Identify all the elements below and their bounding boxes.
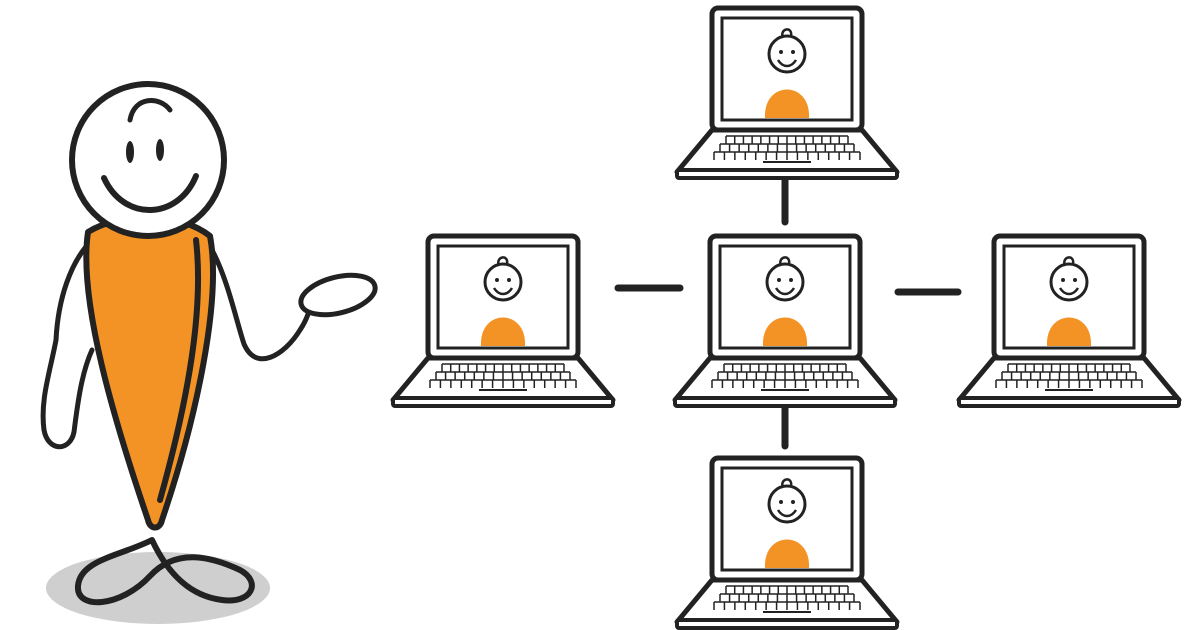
presenter-head (69, 81, 227, 239)
presenter-feet (75, 537, 255, 606)
person-left-eye-center (777, 278, 781, 282)
person-head-left (483, 262, 523, 302)
person-hair-top (781, 28, 793, 39)
presenter-right-eye (156, 139, 164, 161)
laptop-keyboard-center (711, 363, 859, 388)
laptop-front-edge-bottom (675, 618, 899, 630)
person-smile-center (774, 287, 796, 296)
person-left-eye-bottom (779, 500, 783, 504)
person-head-center (765, 262, 805, 302)
presenter-left-arm (40, 237, 95, 450)
person-body-left (480, 317, 526, 346)
floor-shadow (46, 552, 270, 624)
person-right-eye-center (789, 278, 793, 282)
presenter-body-inner-line (157, 237, 202, 503)
presenter-left-eye (126, 141, 134, 163)
person-hair-left (497, 256, 509, 267)
laptop-node-top (674, 5, 900, 180)
presenter-hair-curl (127, 98, 173, 123)
laptop-front-edge-center (673, 396, 897, 408)
person-right-eye-right (1073, 278, 1077, 282)
person-right-eye-top (791, 50, 795, 54)
presenter-smile (101, 173, 199, 213)
laptop-front-edge-top (675, 168, 899, 180)
presenter-open-hand (298, 272, 378, 318)
person-left-eye-left (495, 278, 499, 282)
network-nodes (390, 5, 1182, 630)
laptop-keyboard-right (995, 363, 1143, 388)
laptop-node-right (956, 233, 1182, 408)
person-hair-bottom (781, 478, 793, 489)
person-smile-top (776, 59, 798, 68)
person-left-eye-right (1061, 278, 1065, 282)
person-head-bottom (767, 484, 807, 524)
person-body-right (1046, 317, 1092, 346)
network-links (614, 174, 962, 450)
laptop-front-edge-right (957, 396, 1181, 408)
laptop-front-edge-left (391, 396, 615, 408)
person-hair-center (779, 256, 791, 267)
person-body-center (762, 317, 808, 346)
person-smile-right (1058, 287, 1080, 296)
laptop-node-bottom (674, 455, 900, 630)
person-head-top (767, 34, 807, 74)
person-smile-bottom (776, 509, 798, 518)
person-head-right (1049, 262, 1089, 302)
person-right-eye-bottom (791, 500, 795, 504)
person-right-eye-left (507, 278, 511, 282)
laptop-keyboard-top (713, 135, 861, 160)
person-smile-left (492, 287, 514, 296)
person-hair-right (1063, 256, 1075, 267)
person-body-bottom (764, 539, 810, 568)
presenter-figure (40, 81, 378, 606)
laptop-node-left (390, 233, 616, 408)
person-body-top (764, 89, 810, 118)
person-left-eye-top (779, 50, 783, 54)
laptop-keyboard-bottom (713, 585, 861, 610)
presenter-right-arm (209, 247, 315, 362)
laptop-keyboard-left (429, 363, 577, 388)
laptop-node-center (672, 233, 898, 408)
